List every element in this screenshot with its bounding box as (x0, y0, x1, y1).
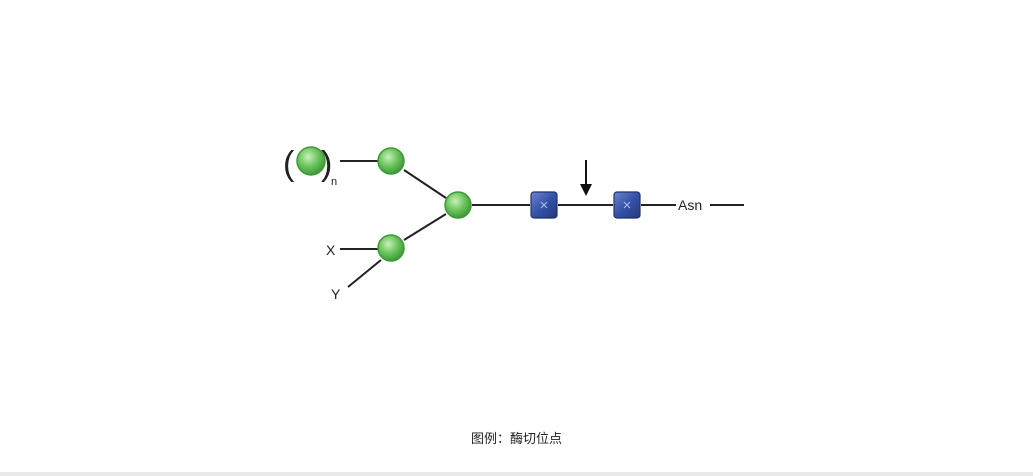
cleavage-arrow-icon (580, 160, 592, 196)
mannose-lower-node (377, 234, 405, 262)
paren-close: ) (321, 145, 332, 183)
bond-y-to-lower (347, 259, 382, 288)
bond-lines (340, 160, 744, 288)
mannose-upper-node (377, 147, 405, 175)
mannose-repeat-node (296, 146, 326, 176)
glcnac-node-2 (613, 191, 641, 219)
mannose-core-node (444, 191, 472, 219)
glycan-structure-svg: ( ) n X Y Asn (283, 145, 744, 302)
paren-open: ( (283, 145, 295, 183)
bottom-divider (0, 472, 1033, 476)
repeat-subscript: n (331, 176, 337, 188)
label-x: X (326, 242, 336, 258)
bond-upper-to-core (403, 169, 447, 199)
glycan-diagram: ( ) n X Y Asn (283, 145, 744, 302)
glcnac-node-1 (530, 191, 558, 219)
label-y: Y (331, 286, 341, 302)
bond-lower-to-core (403, 213, 447, 241)
label-asn: Asn (678, 197, 702, 213)
figure-caption: 图例：酶切位点 (470, 432, 562, 447)
